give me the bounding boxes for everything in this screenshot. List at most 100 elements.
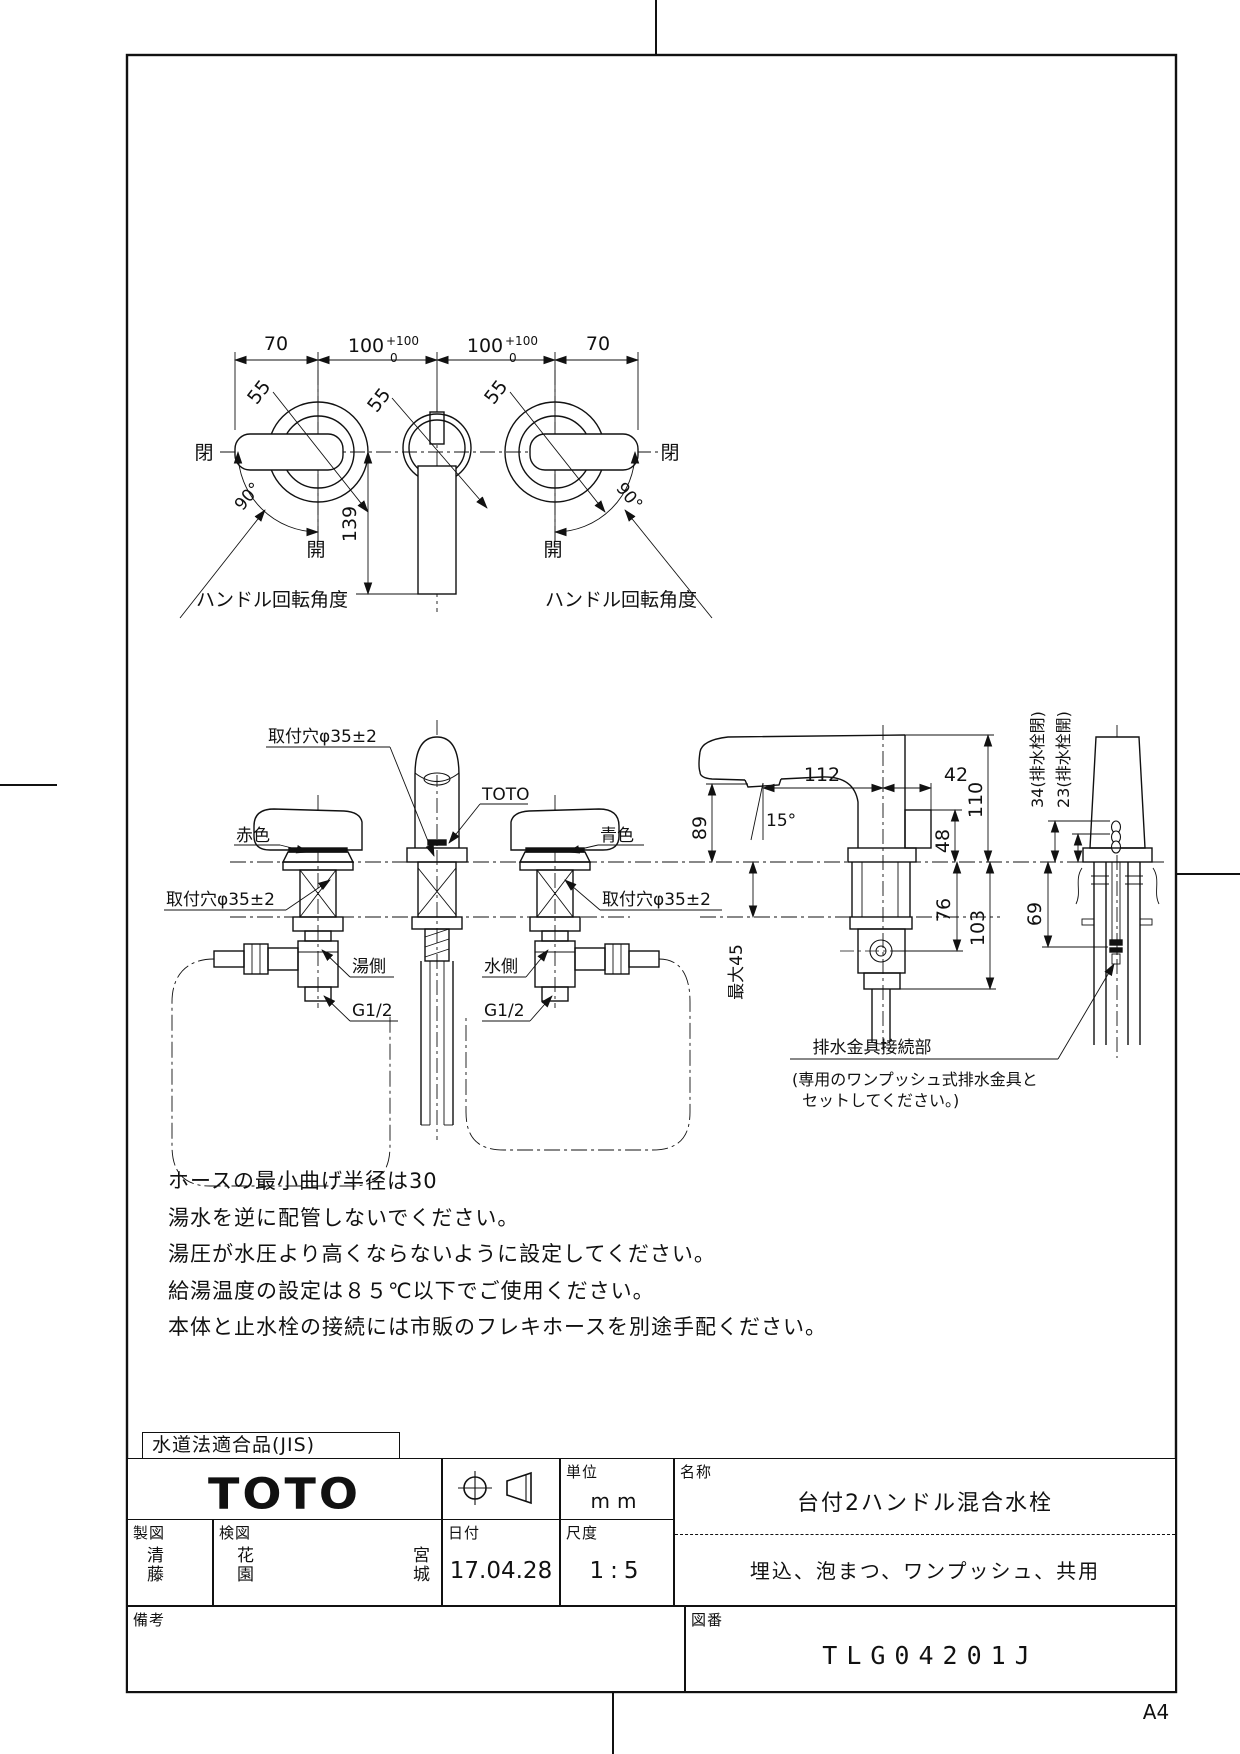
- scale-label: 尺度: [566, 1524, 599, 1542]
- third-angle-projection-icon: [458, 1471, 532, 1505]
- side-view-dims: [706, 733, 996, 991]
- handle-rotation-view: [179, 352, 713, 619]
- dim-70-right: 70: [586, 333, 610, 355]
- scale-cell: 尺度 1:5: [560, 1519, 674, 1606]
- checker-name-2: 宮城: [409, 1546, 429, 1584]
- remarks-label: 備考: [133, 1611, 166, 1629]
- dim-max45: 最大45: [727, 944, 747, 1000]
- remarks-cell: 備考: [127, 1606, 685, 1692]
- thread-right-label: G1/2: [484, 1001, 525, 1021]
- front-view-texts: 取付穴φ35±2 TOTO 赤色 青色 取付穴φ35±2 取付穴φ35±2 湯側…: [166, 727, 711, 1021]
- drain-note: 排水金具接続部 (専用のワンプッシュ式排水金具と セットしてください。): [790, 963, 1115, 1110]
- projection-symbol-cell: [442, 1458, 560, 1520]
- dim-55-left: 55: [243, 376, 275, 409]
- dim-15deg: 15°: [766, 811, 796, 831]
- angle-90-left: 90°: [231, 479, 266, 515]
- rear-view: [1042, 725, 1160, 1058]
- closed-label-left: 閉: [194, 442, 213, 464]
- dim-103: 103: [967, 910, 989, 946]
- dim-48: 48: [932, 829, 954, 853]
- left-handle-top: [179, 391, 369, 619]
- mount-hole-center-label: 取付穴φ35±2: [268, 727, 377, 747]
- dim-89: 89: [689, 816, 711, 840]
- rear-view-dims: [1042, 819, 1110, 949]
- hot-side-label: 湯側: [352, 957, 386, 977]
- toto-logo: TOTO: [208, 1469, 361, 1519]
- rotation-angle-label-right: ハンドル回転角度: [545, 589, 697, 611]
- dim-112: 112: [804, 764, 840, 786]
- dim-100-right-tol-zero: 0: [509, 351, 517, 365]
- mount-hole-left-label: 取付穴φ35±2: [166, 890, 275, 910]
- drawing-no-cell: 図番 TLG04201J: [685, 1606, 1176, 1692]
- note-line: ホースの最小曲げ半径は30: [168, 1169, 438, 1193]
- unit-cell: 単位 mm: [560, 1458, 674, 1520]
- dim-139: 139: [339, 506, 361, 542]
- name-cell-divider: [675, 1534, 1175, 1535]
- front-right-handle: [465, 808, 691, 1151]
- dim-100-left-tol-plus: +100: [386, 334, 419, 348]
- logo-cell: TOTO: [127, 1458, 442, 1520]
- name-label: 名称: [680, 1463, 713, 1481]
- dim-42: 42: [944, 764, 968, 786]
- dim-23-open: 23(排水栓開): [1054, 711, 1073, 808]
- dim-100-right-tol-plus: +100: [505, 334, 538, 348]
- unit-label: 単位: [566, 1463, 599, 1481]
- date-cell: 日付 17.04.28: [442, 1519, 560, 1606]
- note-line: 湯圧が水圧より高くならないように設定してください。: [168, 1242, 716, 1266]
- note-line: 湯水を逆に配管しないでください。: [168, 1205, 520, 1230]
- red-color-label: 赤色: [236, 826, 270, 846]
- name-cell: 名称 台付2ハンドル混合水栓 埋込、泡まつ、ワンプッシュ、共用: [674, 1458, 1176, 1606]
- installation-notes: ホースの最小曲げ半径は30 湯水を逆に配管しないでください。 湯圧が水圧より高く…: [168, 1163, 888, 1346]
- toto-logo-callout: TOTO: [481, 785, 530, 805]
- front-spout: [406, 736, 468, 1126]
- scale-value: 1:5: [589, 1558, 645, 1584]
- mount-hole-right-label: 取付穴φ35±2: [602, 890, 711, 910]
- side-shank-valve: [840, 862, 930, 1045]
- front-view-leaders: [164, 746, 722, 1022]
- product-name: 台付2ハンドル混合水栓: [797, 1491, 1053, 1516]
- unit-value: mm: [590, 1489, 644, 1513]
- blue-color-label: 青色: [600, 826, 634, 846]
- drawing-frame: [125, 53, 1178, 1694]
- checker-name-1: 花園: [233, 1546, 253, 1584]
- drafter-name: 清藤: [143, 1546, 163, 1584]
- dim-55-center: 55: [363, 384, 395, 417]
- popup-rod: [1110, 820, 1122, 854]
- open-label-right: 開: [543, 539, 562, 561]
- dim-76: 76: [933, 898, 955, 922]
- side-view-texts: 112 42 15° 89 48 110 最大45 76 103 34(排水栓閉…: [689, 711, 1073, 1000]
- cold-side-label: 水側: [484, 957, 518, 977]
- rear-shanks: [1075, 862, 1160, 1045]
- dim-69: 69: [1024, 902, 1046, 926]
- drawing-no-value: TLG04201J: [822, 1641, 1039, 1670]
- dim-70-left: 70: [264, 333, 288, 355]
- right-handle-top: [504, 391, 713, 619]
- front-left-handle: [171, 808, 391, 1187]
- dim-100-left: 100: [348, 335, 384, 357]
- front-view: [164, 720, 722, 1187]
- drain-note-line2: セットしてください。): [802, 1091, 959, 1110]
- side-view: [698, 725, 996, 1050]
- open-label-left: 開: [306, 539, 325, 561]
- date-value: 17.04.28: [449, 1558, 553, 1584]
- rotation-angle-label-left: ハンドル回転角度: [196, 589, 348, 611]
- thread-left-label: G1/2: [352, 1001, 393, 1021]
- date-label: 日付: [448, 1524, 481, 1542]
- checker-label: 検図: [219, 1524, 252, 1542]
- note-line: 本体と止水栓の接続には市販のフレキホースを別途手配ください。: [168, 1315, 827, 1339]
- dim-110: 110: [965, 782, 987, 818]
- drain-note-line1: (専用のワンプッシュ式排水金具と: [792, 1070, 1038, 1089]
- spout-top: [356, 397, 488, 596]
- closed-label-right: 閉: [660, 442, 679, 464]
- dim-100-right: 100: [467, 335, 503, 357]
- drafter-cell: 製図 清藤: [127, 1519, 213, 1606]
- dim-34-closed: 34(排水栓閉): [1028, 711, 1047, 808]
- side-spout: [698, 734, 932, 863]
- drain-note-title: 排水金具接続部: [813, 1038, 932, 1058]
- angle-90-right: 90°: [611, 479, 646, 515]
- drafter-label: 製図: [133, 1524, 166, 1542]
- compliance-badge: 水道法適合品(JIS): [142, 1432, 400, 1459]
